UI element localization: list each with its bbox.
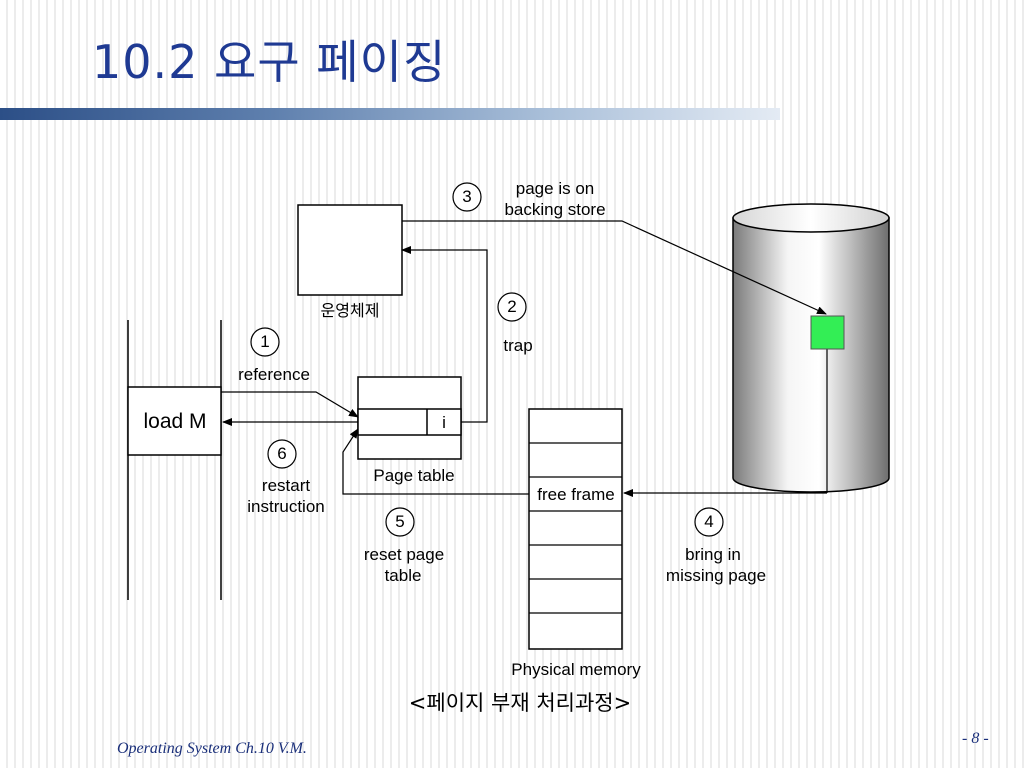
step-5-circle [385, 507, 415, 537]
step-2-circle [497, 292, 527, 322]
step-4-circle [694, 507, 724, 537]
step-1-circle [250, 327, 280, 357]
reset-page-table-arrow [342, 428, 529, 495]
step-circles [250, 182, 724, 537]
footer-course: Operating System Ch.10 V.M. [117, 740, 307, 757]
page-number: - 8 - [962, 730, 989, 747]
trap-arrow [401, 246, 488, 423]
free-frame-label: free frame [537, 485, 615, 504]
missing-page-block [810, 315, 845, 350]
os-box [297, 204, 403, 296]
diagram-caption: <페이지 부재 처리과정> [408, 691, 632, 715]
step-3-number: 3 [462, 187, 472, 206]
os-label: 운영체제 [320, 301, 380, 320]
valid-invalid-bit: i [442, 413, 446, 432]
physical-memory [528, 408, 623, 650]
step-5-label-line2: table [384, 566, 422, 585]
physical-memory-label: Physical memory [511, 660, 641, 679]
step-3-circle [452, 182, 482, 212]
program-memory [127, 320, 222, 600]
step-6-label-line1: restart [261, 476, 311, 495]
step-4-number: 4 [704, 512, 714, 531]
step-5-number: 5 [395, 512, 405, 531]
load-instruction-box [127, 386, 222, 456]
slide-title: 10.2 요구 페이징 [92, 35, 447, 89]
load-instruction-label: load M [143, 410, 207, 433]
step-2-label: trap [503, 336, 533, 355]
page-table-label: Page table [373, 466, 455, 485]
step-6-number: 6 [277, 444, 287, 463]
step-6-label-line2: instruction [247, 497, 325, 516]
title-underline [0, 108, 780, 120]
flow-arrows [221, 220, 827, 497]
step-2-number: 2 [507, 297, 517, 316]
step-4-label-line1: bring in [685, 545, 741, 564]
step-3-label-line2: backing store [504, 200, 606, 219]
page-table-entry [357, 408, 462, 436]
step-3-label-line1: page is on [515, 179, 595, 198]
step-5-label-line1: reset page [363, 545, 445, 564]
backing-store-disk [732, 203, 890, 493]
step-1-label: reference [238, 365, 310, 384]
reference-arrow [221, 391, 359, 418]
page-table [357, 376, 462, 460]
step-4-label-line2: missing page [665, 566, 767, 585]
step-6-circle [267, 439, 297, 469]
step-1-number: 1 [260, 332, 270, 351]
backing-store-arrow [402, 220, 827, 315]
